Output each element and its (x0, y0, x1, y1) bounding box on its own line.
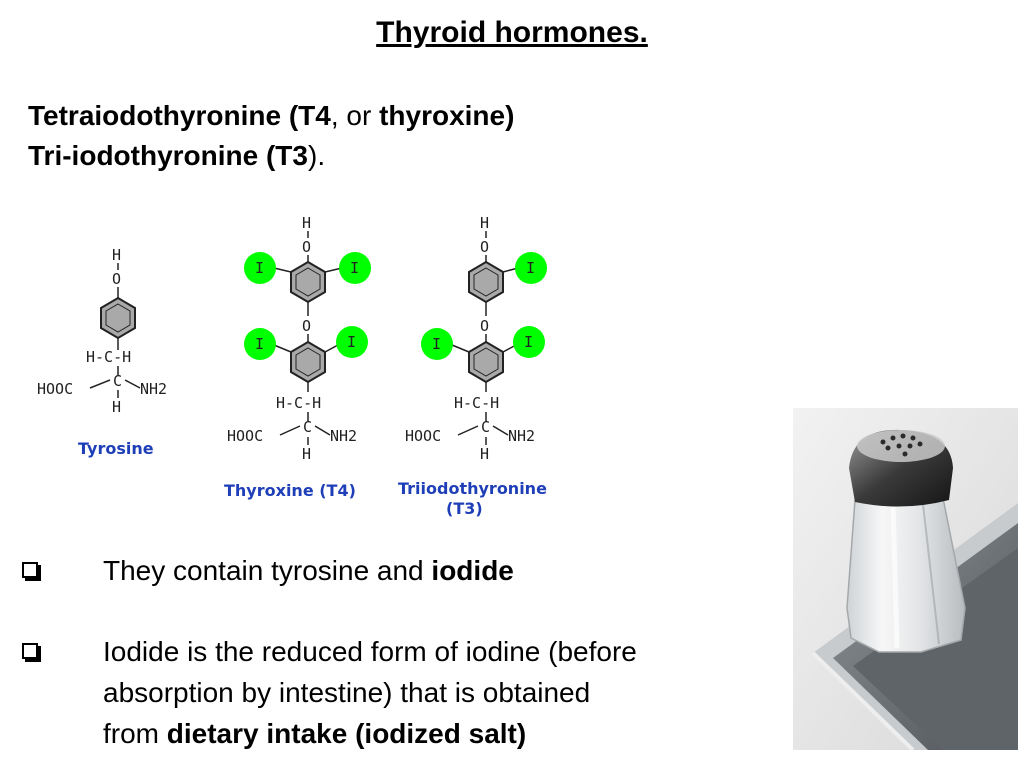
t3-c-alpha: C (481, 418, 490, 436)
bullet-1-plain: They contain tyrosine and (103, 555, 432, 586)
t4-iodine-3 (244, 328, 276, 360)
heading-or: , or (330, 100, 380, 131)
t3-o-bridge: O (480, 317, 489, 335)
tyr-c-alpha: C (113, 372, 122, 390)
heading-thyroxine: thyroxine) (379, 100, 515, 131)
t4-label: Thyroxine (T4) (224, 481, 356, 500)
bullet-2-line-3: from dietary intake (iodized salt) (103, 713, 637, 754)
t4-iodine-4 (336, 326, 368, 358)
bullet-2-line-3-bold: dietary intake (iodized salt) (166, 718, 527, 749)
t3-label-line-1: Triiodothyronine (398, 479, 547, 498)
t4-h-top: H (302, 214, 311, 232)
bullet-checkbox-icon-2 (22, 643, 38, 659)
bullet-2-line-2: absorption by intestine) that is obtaine… (103, 677, 591, 708)
t4-o-bridge: O (302, 317, 311, 335)
heading-t4-name: Tetraiodothyronine (T4 (28, 100, 331, 131)
t4-c-alpha: C (303, 418, 312, 436)
t3-iodine-3 (513, 326, 545, 358)
t3-iodine-1 (515, 252, 547, 284)
tyr-h-bottom: H (112, 398, 121, 416)
t4-structure: H O I I O I I H-C-H HOOC C NH2 H Thyroxi… (224, 214, 371, 500)
t4-iodine-1 (244, 252, 276, 284)
t4-i-4: I (347, 333, 356, 351)
bullet-1-bold: iodide (431, 555, 514, 586)
t3-hooc: HOOC (405, 427, 441, 445)
t3-i-2: I (432, 335, 441, 353)
t3-nh2: NH2 (508, 427, 535, 445)
heading-close: ). (308, 140, 326, 171)
t3-label-line-2: (T3) (446, 499, 483, 518)
t3-i-1: I (526, 259, 535, 277)
tyr-o: O (112, 270, 121, 288)
t4-i-1: I (255, 259, 264, 277)
slide-title-text: Thyroid hormones. (376, 16, 648, 49)
t3-h-top: H (480, 214, 489, 232)
t4-iodine-2 (339, 252, 371, 284)
tyrosine-structure: H O H-C-H HOOC C NH2 H Tyrosine (37, 246, 167, 458)
heading-t3-name: Tri-iodothyronine (T3 (28, 140, 308, 171)
t4-hch: H-C-H (276, 394, 321, 412)
tyr-hch: H-C-H (86, 348, 131, 366)
t3-i-3: I (524, 333, 533, 351)
t4-h-bottom: H (302, 445, 311, 463)
t4-nh2: NH2 (330, 427, 357, 445)
t4-i-2: I (350, 259, 359, 277)
tyrosine-label: Tyrosine (78, 439, 154, 458)
t4-o-top: O (302, 238, 311, 256)
tyr-hooc: HOOC (37, 380, 73, 398)
t3-o-top: O (480, 238, 489, 256)
bullet-2-line-3-plain: from (103, 718, 167, 749)
heading-line-2: Tri-iodothyronine (T3). (28, 140, 325, 172)
t3-hch: H-C-H (454, 394, 499, 412)
t3-structure: H O I O I I H-C-H HOOC C NH2 H Triiodoth… (398, 214, 547, 518)
chemical-structures: H O H-C-H HOOC C NH2 H Tyrosine H O I I … (37, 214, 547, 518)
slide-title: Thyroid hormones. (0, 16, 1024, 50)
tyr-nh2: NH2 (140, 380, 167, 398)
tyr-h-top: H (112, 246, 121, 264)
t4-hooc: HOOC (227, 427, 263, 445)
bullet-2-line-1: Iodide is the reduced form of iodine (be… (103, 636, 637, 667)
bullet-checkbox-icon-1 (22, 562, 38, 578)
bullet-1-text: They contain tyrosine and iodide (103, 550, 514, 591)
t3-h-bottom: H (480, 445, 489, 463)
bullet-2-text: Iodide is the reduced form of iodine (be… (103, 631, 637, 754)
salt-shaker-photo (793, 408, 1018, 750)
t3-iodine-2 (421, 328, 453, 360)
t4-i-3: I (255, 335, 264, 353)
heading-line-1: Tetraiodothyronine (T4, or thyroxine) (28, 100, 514, 132)
